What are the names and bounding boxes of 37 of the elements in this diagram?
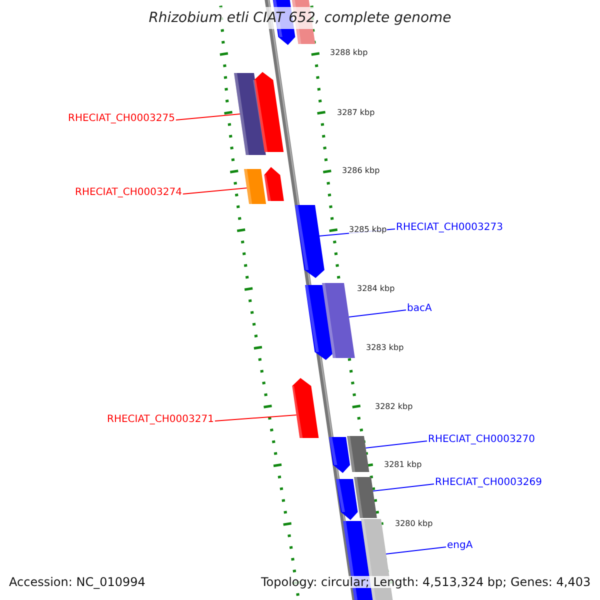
gene-label: RHECIAT_CH0003275 bbox=[68, 114, 175, 124]
gene-label: RHECIAT_CH0003274 bbox=[75, 188, 182, 198]
scale-label: 3280 kbp bbox=[395, 520, 433, 528]
diagram-title: Rhizobium etli CIAT 652, complete genome bbox=[148, 11, 452, 25]
scale-label: 3287 kbp bbox=[337, 109, 375, 117]
leader-line bbox=[372, 484, 434, 492]
leader-line bbox=[365, 440, 428, 448]
gene-label: engA bbox=[447, 541, 473, 551]
gene-label: RHECIAT_CH0003273 bbox=[396, 223, 503, 233]
scale-label: 3284 kbp bbox=[357, 285, 395, 293]
scale-label: 3283 kbp bbox=[366, 344, 404, 352]
gene-bar bbox=[347, 436, 370, 472]
gene-label: RHECIAT_CH0003269 bbox=[435, 478, 542, 488]
gene-bar bbox=[263, 167, 284, 201]
leader-line bbox=[214, 414, 297, 422]
leader-line bbox=[182, 188, 248, 194]
gene-bar bbox=[295, 205, 324, 278]
scale-label: 3288 kbp bbox=[330, 49, 368, 57]
scale-label: 3281 kbp bbox=[384, 461, 422, 469]
gene-bar bbox=[322, 283, 355, 358]
footer-text: Accession: NC_010994 bbox=[9, 576, 146, 588]
gene-label: RHECIAT_CH0003270 bbox=[428, 435, 535, 445]
gene-bar bbox=[354, 477, 377, 518]
leader-line bbox=[348, 310, 406, 318]
scale-label: 3285 kbp bbox=[349, 226, 387, 234]
gene-bar bbox=[234, 73, 266, 155]
gene-bar bbox=[329, 437, 350, 473]
gene-bar bbox=[291, 378, 319, 438]
gene-bar bbox=[253, 72, 284, 152]
gene-label: RHECIAT_CH0003271 bbox=[107, 415, 214, 425]
scale-label: 3286 kbp bbox=[342, 167, 380, 175]
leader-line bbox=[175, 114, 240, 120]
gene-bar bbox=[336, 479, 358, 520]
leader-line bbox=[386, 546, 446, 554]
gene-label: bacA bbox=[407, 304, 432, 314]
gene-bar bbox=[244, 169, 266, 204]
scale-label: 3282 kbp bbox=[375, 403, 413, 411]
